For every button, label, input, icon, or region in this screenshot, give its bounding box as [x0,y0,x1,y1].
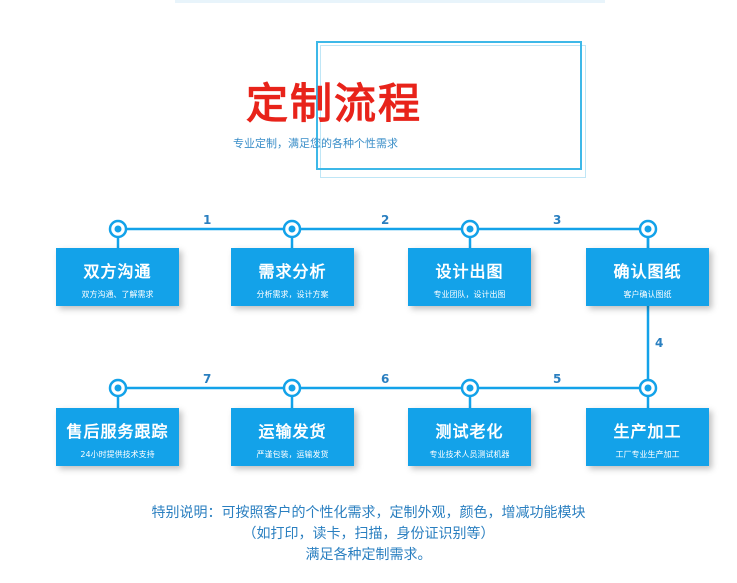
step-number-2: 2 [381,213,390,227]
step-box-confirm: 确认图纸 客户确认图纸 [586,248,709,306]
step-box-aftersales: 售后服务跟踪 24小时提供技术支持 [56,408,179,466]
title-frame-shadow [320,45,586,178]
step-desc: 双方沟通、了解需求 [81,290,154,299]
step-box-communication: 双方沟通 双方沟通、了解需求 [56,248,179,306]
note-line-2: （如打印，读卡，扫描，身份证识别等） [242,526,495,542]
step-desc: 专业团队，设计出图 [433,290,506,299]
top-decor-line [175,0,605,3]
step-number-5: 5 [553,372,562,386]
note-line-3: 满足各种定制需求。 [305,547,432,563]
step-title: 设计出图 [435,262,504,281]
step-title: 生产加工 [613,422,682,441]
step-box-testing: 测试老化 专业技术人员测试机器 [408,408,531,466]
page-title: 定制流程 [246,79,423,128]
title-frame [316,41,582,170]
step-box-design: 设计出图 专业团队，设计出图 [408,248,531,306]
step-title: 测试老化 [435,422,504,441]
step-number-1: 1 [203,213,212,227]
step-desc: 24小时提供技术支持 [80,450,155,459]
step-number-3: 3 [553,213,562,227]
step-title: 售后服务跟踪 [66,422,169,441]
step-title: 确认图纸 [613,262,682,281]
step-title: 双方沟通 [83,262,152,281]
step-desc: 严谨包装，运输发货 [256,450,329,459]
step-number-6: 6 [381,372,390,386]
step-desc: 工厂专业生产加工 [615,450,680,459]
step-desc: 客户确认图纸 [623,290,672,299]
step-number-7: 7 [203,372,212,386]
step-number-4: 4 [655,336,664,350]
step-desc: 分析需求，设计方案 [256,290,329,299]
step-title: 运输发货 [258,422,327,441]
note-line-1: 特别说明：可按照客户的个性化需求，定制外观，颜色，增减功能模块 [151,505,586,521]
step-title: 需求分析 [258,262,327,281]
step-box-production: 生产加工 工厂专业生产加工 [586,408,709,466]
step-box-analysis: 需求分析 分析需求，设计方案 [231,248,354,306]
page-subtitle: 专业定制，满足您的各种个性需求 [233,137,398,150]
step-box-shipping: 运输发货 严谨包装，运输发货 [231,408,354,466]
step-desc: 专业技术人员测试机器 [429,450,510,459]
